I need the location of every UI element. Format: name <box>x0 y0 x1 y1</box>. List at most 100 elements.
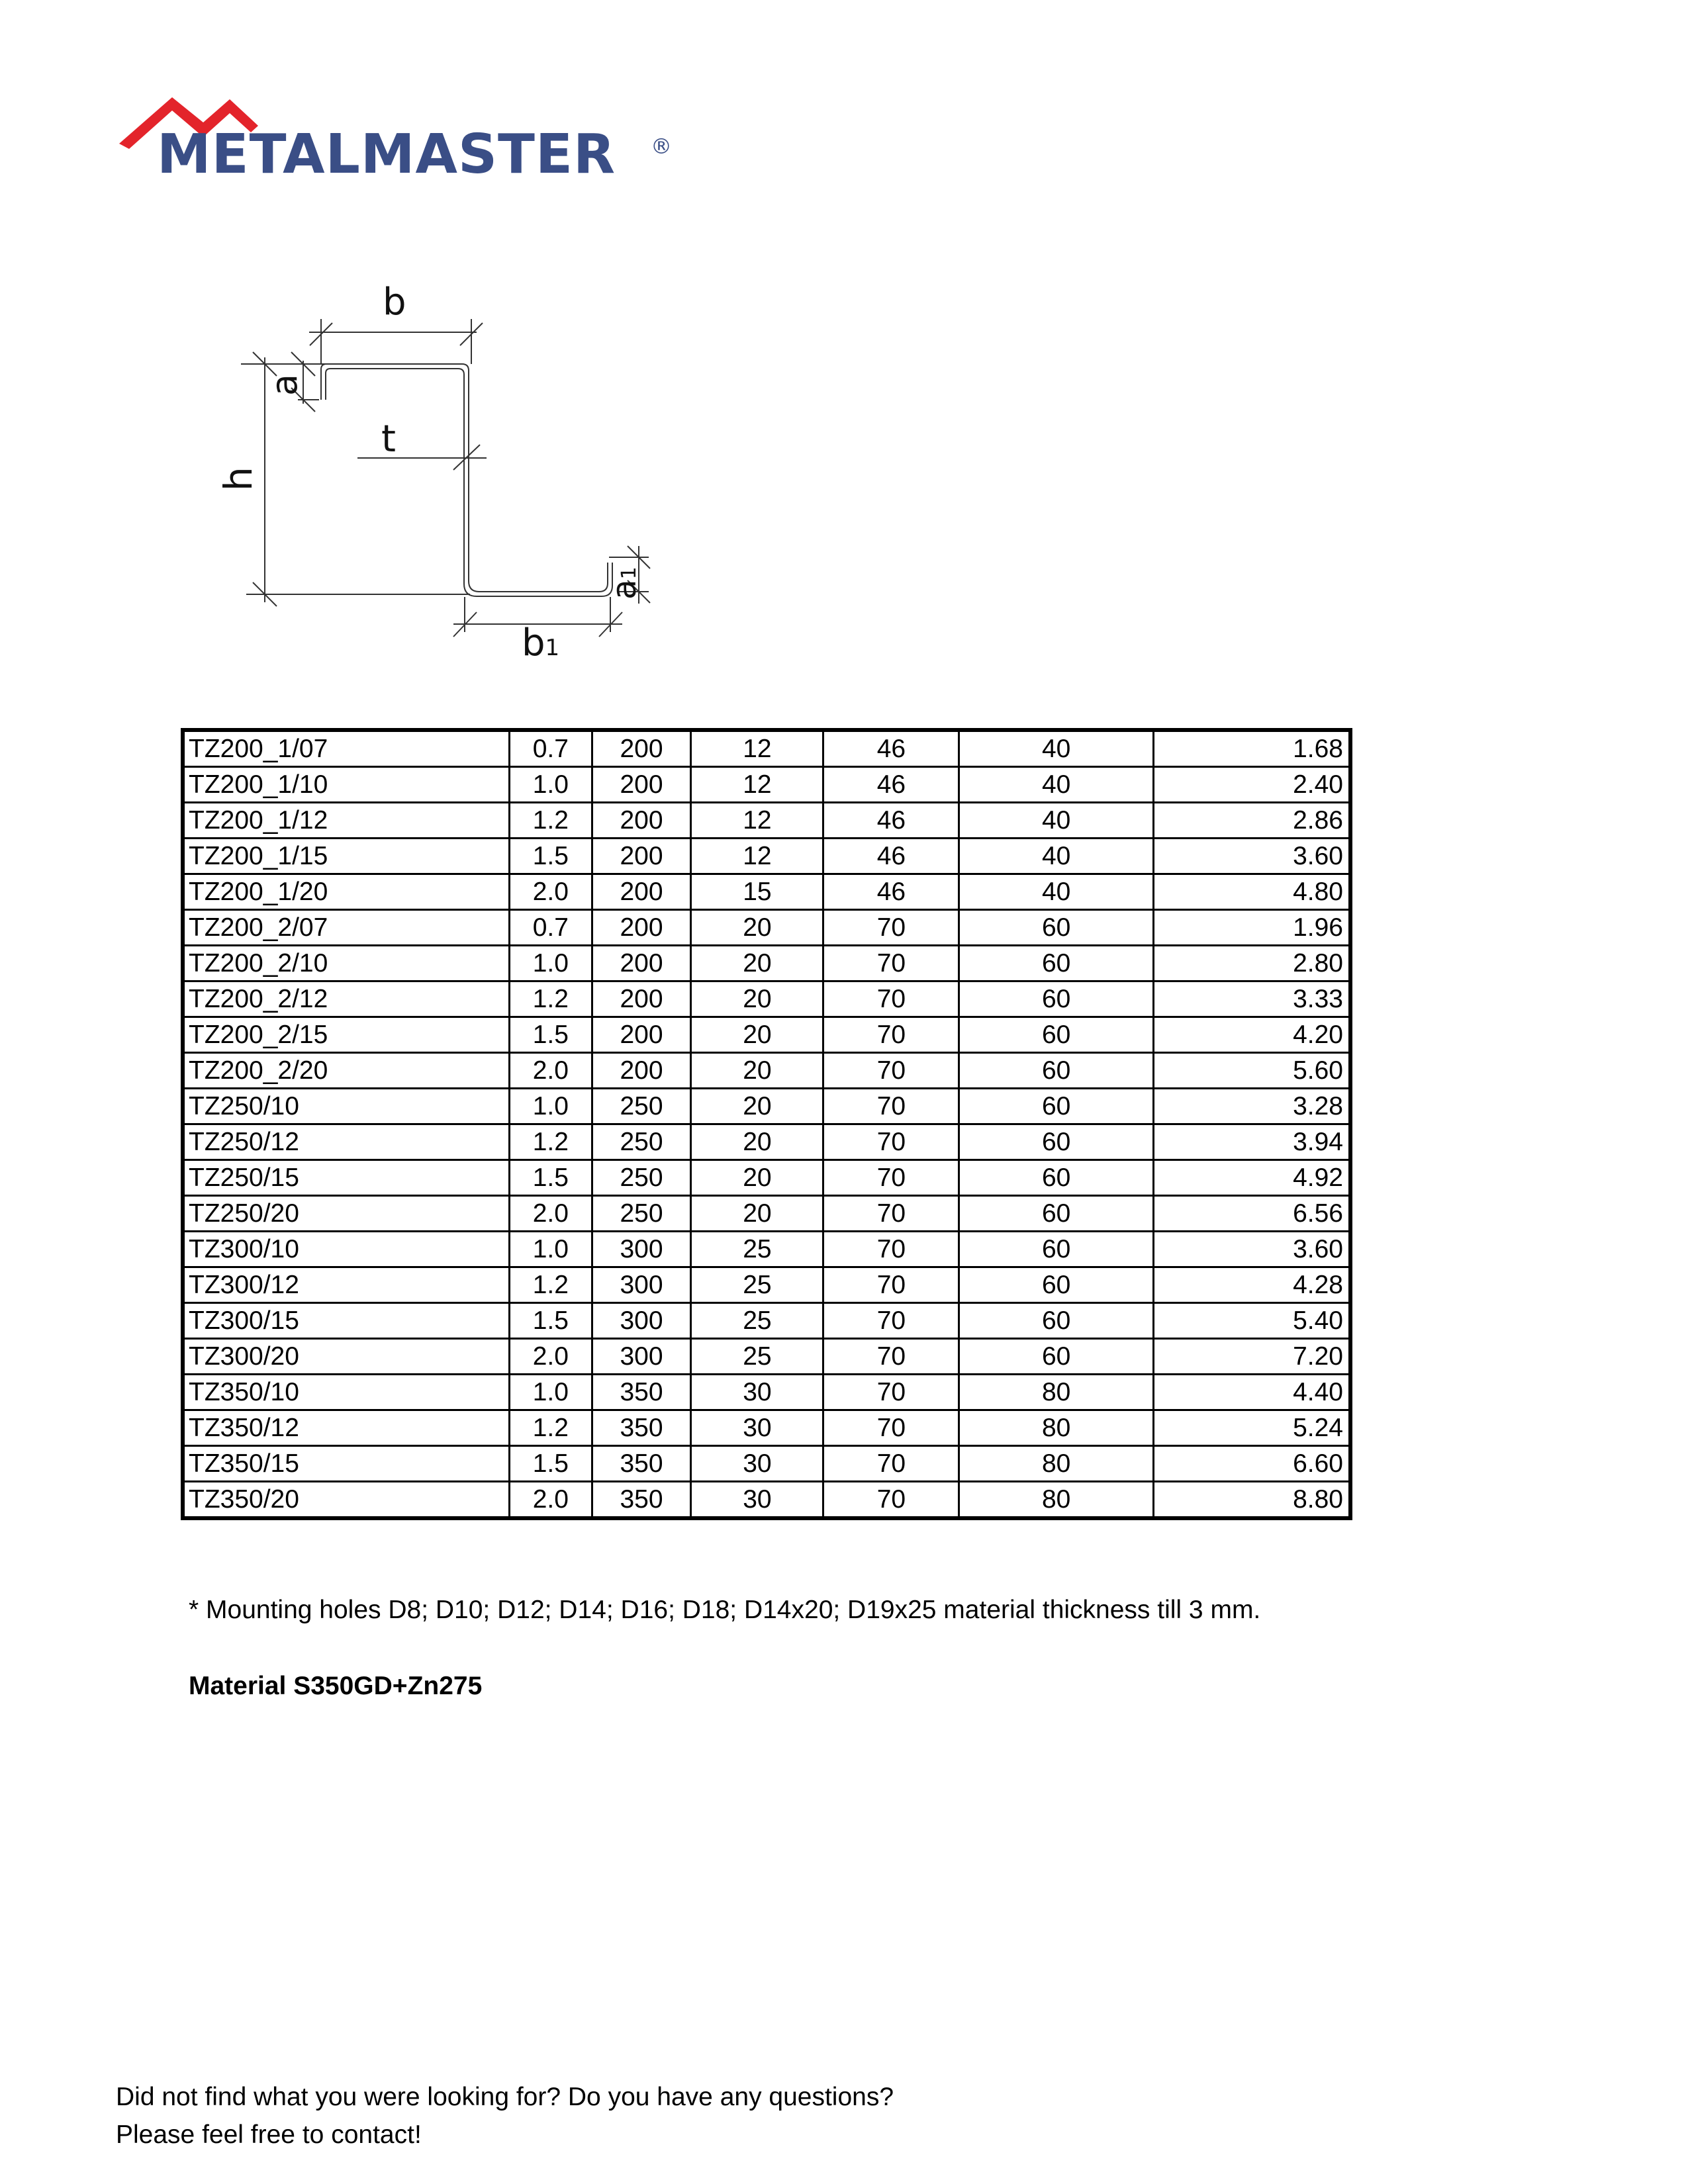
table-cell: 200 <box>590 909 692 946</box>
table-cell: TZ200_2/15 <box>181 1016 511 1054</box>
table-cell: 300 <box>590 1302 692 1340</box>
table-cell: 70 <box>822 1230 961 1268</box>
table-cell: 0.7 <box>508 729 593 768</box>
table-cell: 4.28 <box>1152 1266 1352 1304</box>
table-cell: 1.68 <box>1152 729 1352 768</box>
table-cell: TZ350/15 <box>181 1445 511 1482</box>
table-cell: 12 <box>690 837 825 875</box>
table-cell: TZ250/12 <box>181 1123 511 1161</box>
table-cell: 2.86 <box>1152 801 1352 839</box>
table-cell: 46 <box>822 837 961 875</box>
table-cell: 350 <box>590 1480 692 1520</box>
table-cell: 250 <box>590 1159 692 1197</box>
table-cell: 350 <box>590 1373 692 1411</box>
registered-mark: ® <box>651 134 672 159</box>
table-cell: 25 <box>690 1302 825 1340</box>
table-cell: 300 <box>590 1338 692 1375</box>
footer-line-1: Did not find what you were looking for? … <box>116 2083 894 2111</box>
table-cell: 60 <box>958 1266 1154 1304</box>
table-cell: 1.5 <box>508 837 593 875</box>
table-cell: 70 <box>822 1052 961 1089</box>
table-cell: TZ300/10 <box>181 1230 511 1268</box>
table-cell: TZ200_1/15 <box>181 837 511 875</box>
contact-footer: Did not find what you were looking for? … <box>116 2078 894 2154</box>
table-cell: TZ350/10 <box>181 1373 511 1411</box>
table-cell: TZ250/20 <box>181 1195 511 1232</box>
table-cell: 1.2 <box>508 1266 593 1304</box>
table-cell: 1.0 <box>508 1230 593 1268</box>
table-cell: TZ250/15 <box>181 1159 511 1197</box>
table-cell: 70 <box>822 944 961 982</box>
table-cell: 70 <box>822 1302 961 1340</box>
table-cell: 1.2 <box>508 1123 593 1161</box>
table-cell: 4.80 <box>1152 873 1352 911</box>
label-h: h <box>216 467 261 491</box>
table-cell: 70 <box>822 1409 961 1447</box>
table-cell: 46 <box>822 873 961 911</box>
table-cell: 70 <box>822 1480 961 1520</box>
table-cell: TZ300/12 <box>181 1266 511 1304</box>
table-cell: 1.2 <box>508 980 593 1018</box>
table-cell: 1.5 <box>508 1302 593 1340</box>
label-a: a <box>263 374 305 396</box>
table-cell: 60 <box>958 1195 1154 1232</box>
table-cell: 70 <box>822 1373 961 1411</box>
table-cell: 70 <box>822 1123 961 1161</box>
table-cell: 2.0 <box>508 873 593 911</box>
table-cell: 5.40 <box>1152 1302 1352 1340</box>
table-cell: 20 <box>690 1159 825 1197</box>
table-cell: TZ200_1/07 <box>181 729 511 768</box>
table-cell: 8.80 <box>1152 1480 1352 1520</box>
table-cell: 70 <box>822 1266 961 1304</box>
table-cell: 80 <box>958 1373 1154 1411</box>
mounting-holes-note: * Mounting holes D8; D10; D12; D14; D16;… <box>189 1596 1261 1624</box>
table-cell: 80 <box>958 1480 1154 1520</box>
table-cell: 6.60 <box>1152 1445 1352 1482</box>
table-cell: 60 <box>958 909 1154 946</box>
table-cell: 20 <box>690 1052 825 1089</box>
table-cell: 60 <box>958 1016 1154 1054</box>
table-cell: 0.7 <box>508 909 593 946</box>
table-cell: 60 <box>958 1338 1154 1375</box>
table-cell: 250 <box>590 1123 692 1161</box>
table-cell: 60 <box>958 1302 1154 1340</box>
table-cell: 70 <box>822 1087 961 1125</box>
table-cell: 250 <box>590 1087 692 1125</box>
table-cell: 300 <box>590 1230 692 1268</box>
table-cell: 12 <box>690 766 825 803</box>
table-cell: 200 <box>590 944 692 982</box>
company-logo: METALMASTER ® <box>116 83 698 202</box>
table-cell: 40 <box>958 766 1154 803</box>
table-cell: 70 <box>822 1016 961 1054</box>
label-b1-main: b <box>522 621 545 664</box>
table-cell: 200 <box>590 980 692 1018</box>
table-cell: 1.5 <box>508 1016 593 1054</box>
table-cell: 1.5 <box>508 1159 593 1197</box>
table-cell: 4.92 <box>1152 1159 1352 1197</box>
table-cell: 60 <box>958 1087 1154 1125</box>
table-cell: 1.96 <box>1152 909 1352 946</box>
table-cell: 40 <box>958 837 1154 875</box>
table-cell: 20 <box>690 980 825 1018</box>
table-cell: 2.0 <box>508 1338 593 1375</box>
table-cell: 20 <box>690 909 825 946</box>
table-cell: 80 <box>958 1445 1154 1482</box>
label-b: b <box>383 281 406 324</box>
table-cell: 200 <box>590 801 692 839</box>
